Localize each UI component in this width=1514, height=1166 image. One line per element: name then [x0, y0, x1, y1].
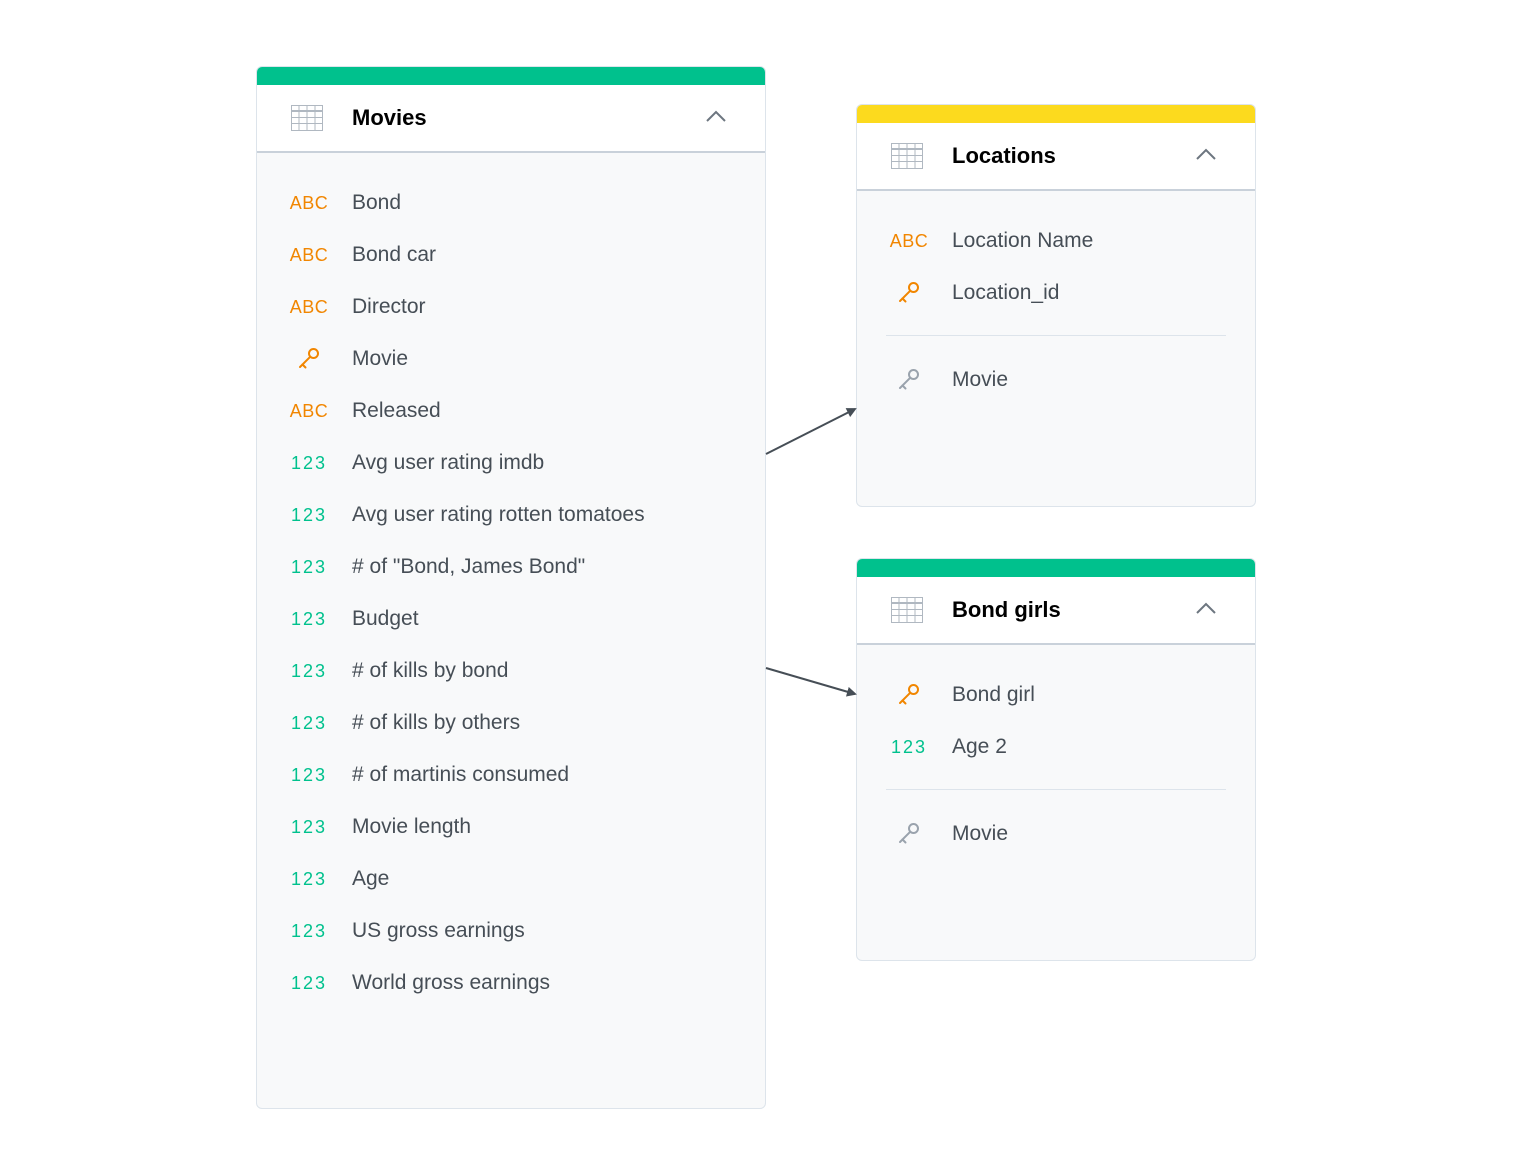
fact-type-icon: 123 [290, 713, 328, 733]
field-item[interactable]: 123 Age [257, 853, 765, 905]
dataset-title: Locations [952, 143, 1056, 168]
references-divider [886, 789, 1226, 790]
field-item[interactable]: 123 # of martinis consumed [257, 749, 765, 801]
attribute-type-icon: ABC [889, 231, 929, 251]
field-name: Movie [352, 347, 409, 370]
key-icon [289, 333, 329, 385]
field-item[interactable]: ABC Bond car [257, 229, 765, 281]
field-item[interactable]: 123 # of kills by others [257, 697, 765, 749]
field-item[interactable]: 123 Avg user rating rotten tomatoes [257, 489, 765, 541]
field-item[interactable]: ABC Location Name [857, 215, 1255, 267]
field-name: # of "Bond, James Bond" [352, 555, 586, 578]
fact-type-icon: 123 [290, 921, 328, 941]
attribute-type-icon: ABC [289, 401, 329, 421]
reference-list: Movie [857, 808, 1255, 860]
field-item[interactable]: Movie [257, 333, 765, 385]
field-name: Location_id [952, 281, 1060, 304]
key-icon [889, 669, 929, 721]
dataset-header[interactable]: Locations [857, 123, 1255, 191]
dataset-bond-girls: Bond girls Bond girl 123 Age 2 Movie [856, 558, 1256, 961]
field-item[interactable]: ABC Bond [257, 177, 765, 229]
fact-type-icon: 123 [890, 737, 928, 757]
field-name: Movie [952, 822, 1009, 845]
dataset-header[interactable]: Movies [257, 85, 765, 153]
field-item[interactable]: 123 Age 2 [857, 721, 1255, 773]
dataset-title: Bond girls [952, 597, 1061, 622]
field-name: Location Name [952, 229, 1094, 252]
reference-item[interactable]: Movie [857, 808, 1255, 860]
attribute-type-icon: ABC [289, 297, 329, 317]
fact-type-icon: 123 [290, 609, 328, 629]
reference-list: Movie [857, 354, 1255, 406]
key-icon [889, 267, 929, 319]
field-name: Age 2 [952, 735, 1007, 758]
references-divider [886, 335, 1226, 336]
chevron-up-icon[interactable] [1195, 601, 1217, 615]
fact-type-icon: 123 [290, 817, 328, 837]
fact-type-icon: 123 [290, 453, 328, 473]
dataset-header[interactable]: Bond girls [857, 577, 1255, 645]
field-name: Bond girl [952, 683, 1035, 706]
connection-arrow-movies-locations [765, 408, 857, 455]
chevron-up-icon[interactable] [705, 109, 727, 123]
field-name: World gross earnings [352, 971, 551, 994]
field-name: Movie [952, 368, 1009, 391]
field-item[interactable]: 123 World gross earnings [257, 957, 765, 1009]
fact-type-icon: 123 [290, 661, 328, 681]
field-name: Age [352, 867, 390, 890]
fact-type-icon: 123 [290, 973, 328, 993]
field-name: Movie length [352, 815, 472, 838]
attribute-type-icon: ABC [289, 245, 329, 265]
field-item[interactable]: ABC Released [257, 385, 765, 437]
reference-item[interactable]: Movie [857, 354, 1255, 406]
reference-key-icon [889, 354, 929, 406]
field-name: Avg user rating imdb [352, 451, 545, 474]
table-icon [291, 105, 323, 131]
field-item[interactable]: Bond girl [857, 669, 1255, 721]
dataset-title: Movies [352, 105, 427, 130]
field-list: Bond girl 123 Age 2 [857, 645, 1255, 773]
table-icon [891, 597, 923, 623]
field-name: Budget [352, 607, 419, 630]
field-name: # of kills by bond [352, 659, 509, 682]
field-name: Released [352, 399, 441, 422]
field-item[interactable]: Location_id [857, 267, 1255, 319]
field-name: Director [352, 295, 426, 318]
field-item[interactable]: 123 Movie length [257, 801, 765, 853]
fact-type-icon: 123 [290, 505, 328, 525]
fact-type-icon: 123 [290, 869, 328, 889]
table-icon [891, 143, 923, 169]
chevron-up-icon[interactable] [1195, 147, 1217, 161]
attribute-type-icon: ABC [289, 193, 329, 213]
dataset-color-bar [257, 67, 765, 85]
field-name: Bond [352, 191, 402, 214]
dataset-color-bar [857, 105, 1255, 123]
field-item[interactable]: 123 Avg user rating imdb [257, 437, 765, 489]
field-name: US gross earnings [352, 919, 525, 942]
field-item[interactable]: 123 # of kills by bond [257, 645, 765, 697]
dataset-color-bar [857, 559, 1255, 577]
field-name: # of kills by others [352, 711, 521, 734]
reference-key-icon [889, 808, 929, 860]
fact-type-icon: 123 [290, 557, 328, 577]
field-name: Bond car [352, 243, 437, 266]
field-item[interactable]: 123 US gross earnings [257, 905, 765, 957]
field-item[interactable]: 123 # of "Bond, James Bond" [257, 541, 765, 593]
field-item[interactable]: 123 Budget [257, 593, 765, 645]
field-item[interactable]: ABC Director [257, 281, 765, 333]
field-name: Avg user rating rotten tomatoes [352, 503, 645, 526]
connection-arrow-movies-bond-girls [765, 667, 857, 697]
field-name: # of martinis consumed [352, 763, 570, 786]
fact-type-icon: 123 [290, 765, 328, 785]
